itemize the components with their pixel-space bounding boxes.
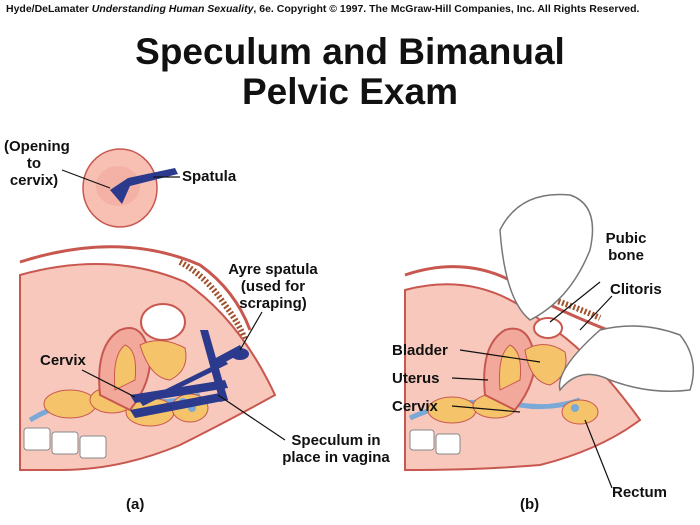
label-spatula: Spatula xyxy=(182,168,237,185)
panel-b-illustration xyxy=(404,193,695,489)
caption-a: (a) xyxy=(126,496,145,513)
panel-a-spine xyxy=(23,427,107,459)
label-uterus: Uterus xyxy=(392,370,440,387)
label-ayre-line-1: Ayre spatula xyxy=(228,261,318,278)
label-opening-to-cervix: (Opening to cervix) xyxy=(4,138,70,189)
label-opening-line-2: to xyxy=(26,155,42,172)
label-cervix-b: Cervix xyxy=(392,398,438,415)
label-clitoris: Clitoris xyxy=(610,281,662,298)
label-ayre-spatula: Ayre spatula (used for scraping) xyxy=(218,261,328,312)
label-bladder: Bladder xyxy=(392,342,448,359)
title-line-1: Speculum and Bimanual xyxy=(135,31,565,72)
book-title: Understanding Human Sexuality xyxy=(91,3,254,15)
label-speculum-line-1: Speculum in xyxy=(291,432,381,449)
label-speculum-line-2: place in vagina xyxy=(282,449,390,466)
gloved-hands xyxy=(499,193,695,392)
label-opening-line-1: (Opening xyxy=(4,138,70,155)
copyright-notice: Copyright © 1997. The McGraw-Hill Compan… xyxy=(276,3,640,15)
label-pubic-line-2: bone xyxy=(608,247,644,264)
label-pubic-line-1: Pubic xyxy=(605,230,647,247)
page-title: Speculum and Bimanual Pelvic Exam xyxy=(0,32,700,112)
label-opening-line-3: cervix) xyxy=(9,172,59,189)
panel-a-illustration xyxy=(19,245,286,471)
label-pubic-bone: Pubic bone xyxy=(596,230,656,264)
label-rectum: Rectum xyxy=(612,484,668,501)
title-line-2: Pelvic Exam xyxy=(242,71,458,112)
label-speculum: Speculum in place in vagina xyxy=(274,432,398,466)
inset-cervix-spatula xyxy=(61,148,180,228)
authors: Hyde/DeLamater xyxy=(6,3,89,15)
panel-b-spine xyxy=(409,429,461,455)
label-ayre-line-3: scraping) xyxy=(239,295,307,312)
copyright-line: Hyde/DeLamater Understanding Human Sexua… xyxy=(6,3,696,15)
edition: , 6e. xyxy=(253,3,274,15)
caption-b: (b) xyxy=(520,496,540,513)
label-cervix-a: Cervix xyxy=(40,352,86,369)
ayre-spatula xyxy=(140,348,249,406)
label-ayre-line-2: (used for xyxy=(240,278,306,295)
